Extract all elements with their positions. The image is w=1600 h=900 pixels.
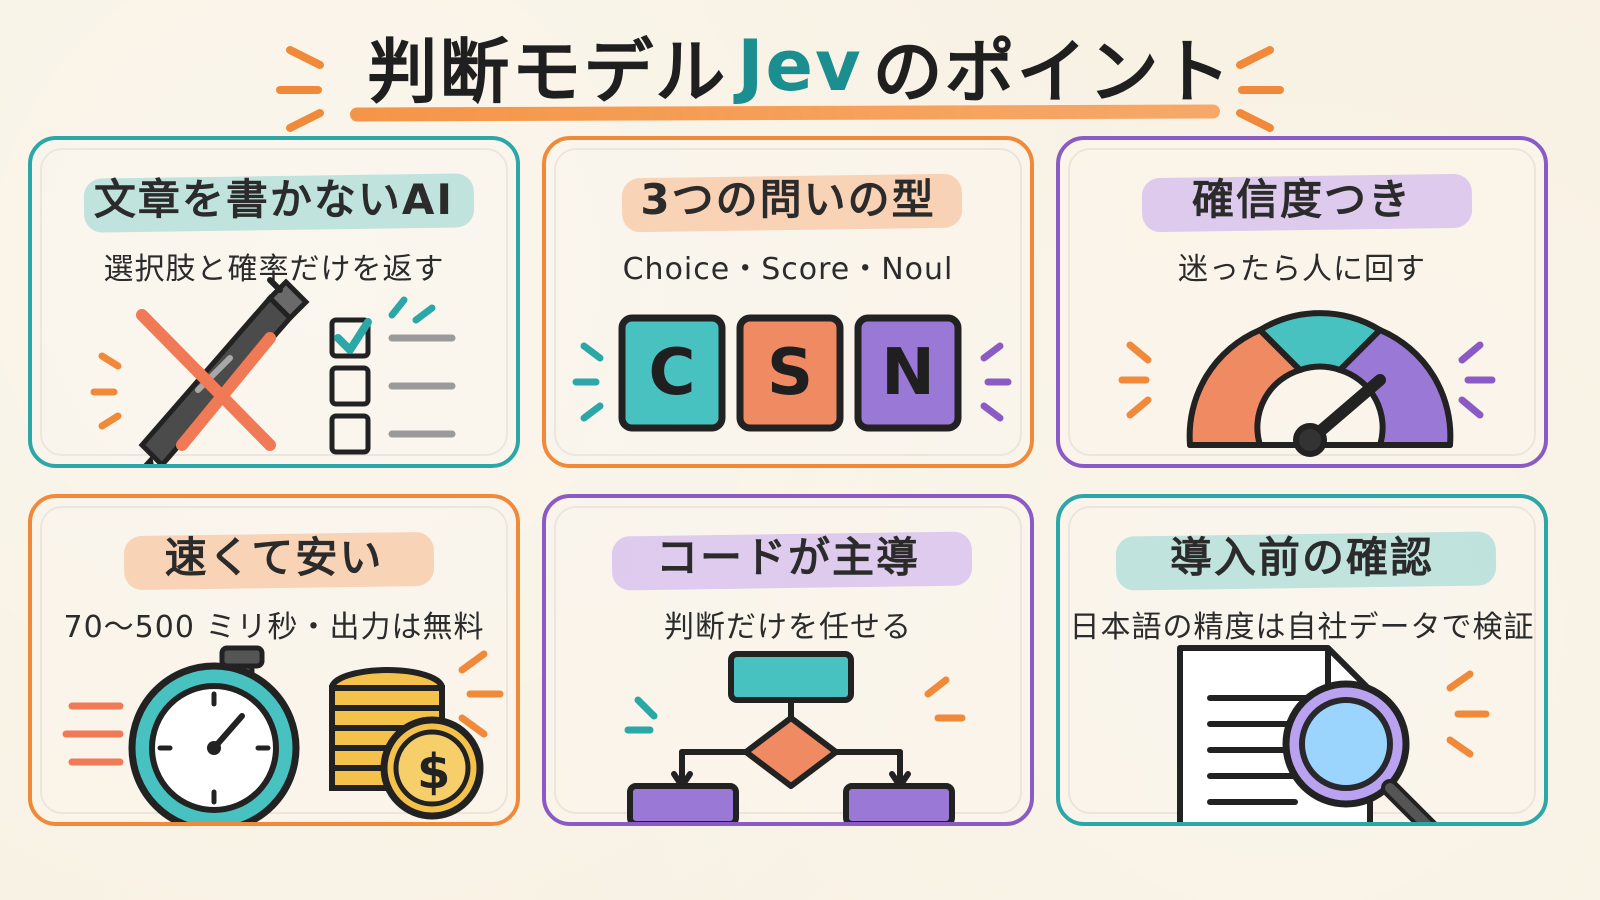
csn-letter: C	[649, 336, 696, 410]
spark-icon	[624, 696, 658, 734]
flowchart-icon	[627, 651, 955, 822]
checkbox-icon	[329, 365, 371, 455]
checkbox-checked-icon	[329, 317, 372, 359]
speed-lines-icon	[62, 702, 124, 766]
card-title: 導入前の確認	[1169, 533, 1434, 582]
stopwatch-icon	[128, 645, 300, 822]
magnifier-icon	[1282, 680, 1437, 822]
dollar-icon: $	[380, 716, 484, 820]
spark-icon	[1446, 670, 1490, 758]
card-code-led: コードが主導 判断だけを任せる	[542, 494, 1034, 826]
needle-icon	[1293, 374, 1386, 457]
spark-icon	[388, 296, 436, 324]
csn-tile	[736, 314, 844, 432]
csn-tile	[854, 314, 962, 432]
title-sparkles	[276, 46, 1284, 132]
header: 判断モデル Jev のポイント	[0, 10, 1600, 132]
title-prefix: 判断モデル	[367, 30, 728, 113]
page-title: 判断モデル Jev のポイント	[350, 16, 1250, 116]
card-title: 確信度つき	[1191, 175, 1412, 224]
svg-text:$: $	[417, 744, 450, 800]
card-subtitle: 判断だけを任せる	[664, 610, 912, 645]
pen-icon	[138, 277, 310, 464]
list-lines-icon	[388, 334, 456, 438]
card-header: 文章を書かないAI	[32, 166, 516, 233]
title-accent: Jev	[737, 25, 863, 107]
card-header: 速くて安い	[32, 524, 516, 591]
card-title: 文章を書かないAI	[93, 175, 455, 224]
spark-icon	[1458, 341, 1496, 419]
card-header: 導入前の確認	[1060, 524, 1544, 591]
left-burst-icon	[276, 46, 324, 132]
card-title: 3つの問いの型	[640, 175, 936, 224]
card-title: 速くて安い	[164, 533, 384, 582]
card-illustration	[90, 277, 456, 464]
spark-icon	[924, 676, 966, 722]
card-fast-cheap: 速くて安い 70～500 ミリ秒・出力は無料	[28, 494, 520, 826]
card-confidence: 確信度つき 迷ったら人に回す	[1056, 136, 1548, 468]
title-suffix: のポイント	[872, 30, 1233, 113]
card-header: 3つの問いの型	[546, 166, 1030, 233]
gauge-icon	[1186, 310, 1454, 448]
csn-tile	[618, 314, 726, 432]
cross-icon	[136, 309, 276, 451]
csn-letter: S	[767, 336, 813, 410]
right-burst-icon	[1236, 46, 1284, 132]
tile-spark-icon	[572, 342, 604, 422]
tile-spark-icon	[980, 342, 1012, 422]
card-header: 確信度つき	[1060, 166, 1544, 233]
card-subtitle: 70～500 ミリ秒・出力は無料	[63, 610, 485, 645]
card-header: コードが主導	[546, 524, 1030, 591]
card-illustration: $	[62, 645, 504, 822]
card-subtitle: 日本語の精度は自社データで検証	[1069, 610, 1535, 645]
card-title: コードが主導	[655, 533, 920, 582]
card-illustration	[1177, 645, 1490, 822]
card-illustration	[1118, 310, 1496, 457]
card-text-ai: 文章を書かないAI 選択肢と確率だけを返す	[28, 136, 520, 468]
spark-icon	[90, 352, 122, 430]
card-illustration	[624, 651, 966, 822]
card-subtitle: Choice・Score・Noul	[622, 252, 954, 287]
csn-letter: N	[881, 336, 935, 410]
card-subtitle: 迷ったら人に回す	[1178, 252, 1426, 287]
spark-icon	[458, 650, 504, 738]
card-check-before: 導入前の確認 日本語の精度は自社データで検証	[1056, 494, 1548, 826]
spark-icon	[1118, 341, 1152, 419]
